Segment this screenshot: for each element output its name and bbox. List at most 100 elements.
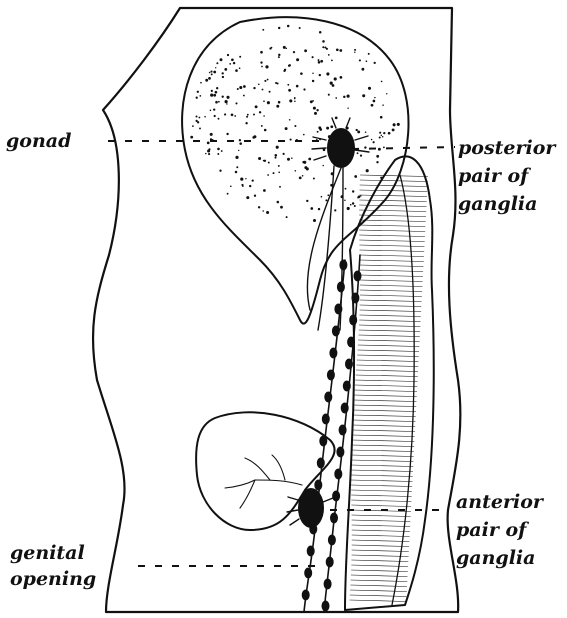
striation-line <box>355 380 417 382</box>
stipple-dot <box>296 58 299 61</box>
stipple-dot <box>332 84 335 87</box>
label-gonad: gonad <box>6 129 71 153</box>
stipple-dot <box>362 94 365 97</box>
stipple-dot <box>283 153 285 155</box>
stipple-dot <box>264 160 266 162</box>
stipple-dot <box>286 216 288 218</box>
stipple-dot <box>246 116 248 118</box>
stipple-dot <box>199 95 201 97</box>
striation-line <box>360 265 424 267</box>
stipple-dot <box>200 82 202 84</box>
stipple-dot <box>246 196 249 199</box>
stipple-dot <box>208 153 210 155</box>
stipple-dot <box>197 91 199 93</box>
stipple-dot <box>393 123 396 126</box>
stipple-dot <box>216 87 218 89</box>
stipple-dot <box>196 97 198 99</box>
striation-line <box>352 420 415 422</box>
stipple-dot <box>235 69 238 72</box>
stipple-dot <box>316 109 318 111</box>
stipple-dot <box>388 132 391 135</box>
stipple-dot <box>322 46 324 48</box>
striation-line <box>359 330 420 332</box>
stipple-dot <box>326 72 329 75</box>
stipple-dot <box>291 157 293 159</box>
stipple-dot <box>215 91 218 94</box>
striation-line <box>355 385 418 387</box>
striation-line <box>350 585 407 587</box>
stipple-dot <box>208 77 211 80</box>
stipple-dot <box>253 135 256 138</box>
stipple-dot <box>383 132 385 134</box>
striation-line <box>351 465 413 467</box>
stipple-dot <box>252 179 254 181</box>
stipple-dot <box>238 150 239 151</box>
cord-bead <box>339 425 347 436</box>
stipple-dot <box>345 188 347 190</box>
stipple-dot <box>210 94 213 97</box>
striation-line <box>359 335 420 337</box>
cord-bead <box>324 392 332 403</box>
stipple-dot <box>231 113 234 116</box>
stipple-dot <box>266 211 269 214</box>
stipple-dot <box>254 195 256 197</box>
stipple-dot <box>374 97 375 98</box>
stipple-dot <box>290 139 292 141</box>
stipple-dot <box>354 49 356 51</box>
posterior-ganglion <box>327 128 355 168</box>
stipple-dot <box>235 156 238 159</box>
cord-bead <box>326 557 334 568</box>
label-posterior-line-1: posterior <box>458 136 555 160</box>
stipple-dot <box>283 70 285 72</box>
stipple-dot <box>371 139 373 141</box>
stipple-dot <box>260 61 262 63</box>
cord-bead <box>337 282 345 293</box>
stipple-dot <box>205 79 208 82</box>
stipple-dot <box>253 87 255 89</box>
label-anterior-line-3: ganglia <box>456 546 543 570</box>
stipple-dot <box>210 133 213 136</box>
stipple-dot <box>320 60 323 63</box>
stipple-dot <box>360 155 362 157</box>
stipple-dot <box>374 62 376 64</box>
stipple-dot <box>303 161 306 164</box>
stipple-dot <box>222 72 224 74</box>
stipple-dot <box>197 121 199 123</box>
stipple-dot <box>382 136 384 138</box>
stipple-dot <box>215 101 218 104</box>
cord-bead <box>304 568 312 579</box>
stipple-dot <box>383 146 385 148</box>
striation-line <box>359 325 420 327</box>
stipple-dot <box>352 190 354 192</box>
stipple-dot <box>268 162 270 164</box>
stipple-dot <box>204 116 206 118</box>
stipple-dot <box>220 58 223 61</box>
stipple-dot <box>376 155 379 158</box>
striation-line <box>351 580 408 582</box>
stipple-dot <box>293 51 295 53</box>
stipple-dot <box>278 54 280 56</box>
cord-bead <box>332 326 340 337</box>
stipple-dot <box>368 53 370 55</box>
stipple-dot <box>214 115 216 117</box>
stipple-dot <box>229 63 231 65</box>
stipple-dot <box>328 94 330 96</box>
label-posterior-line-2: pair of <box>458 164 555 188</box>
stipple-dot <box>267 174 269 176</box>
stipple-dot <box>343 96 345 98</box>
stipple-dot <box>273 172 275 174</box>
stipple-dot <box>334 209 336 211</box>
stipple-dot <box>255 105 258 108</box>
stipple-dot <box>326 127 329 130</box>
stipple-dot <box>328 54 330 56</box>
striation-line <box>359 245 424 247</box>
stipple-dot <box>265 65 268 68</box>
stipple-dot <box>373 141 375 143</box>
stipple-dot <box>258 157 261 160</box>
stipple-dot <box>314 112 317 115</box>
stipple-dot <box>386 93 387 94</box>
stipple-dot <box>264 129 267 132</box>
cord-bead <box>324 579 332 590</box>
stipple-dot <box>325 199 327 201</box>
